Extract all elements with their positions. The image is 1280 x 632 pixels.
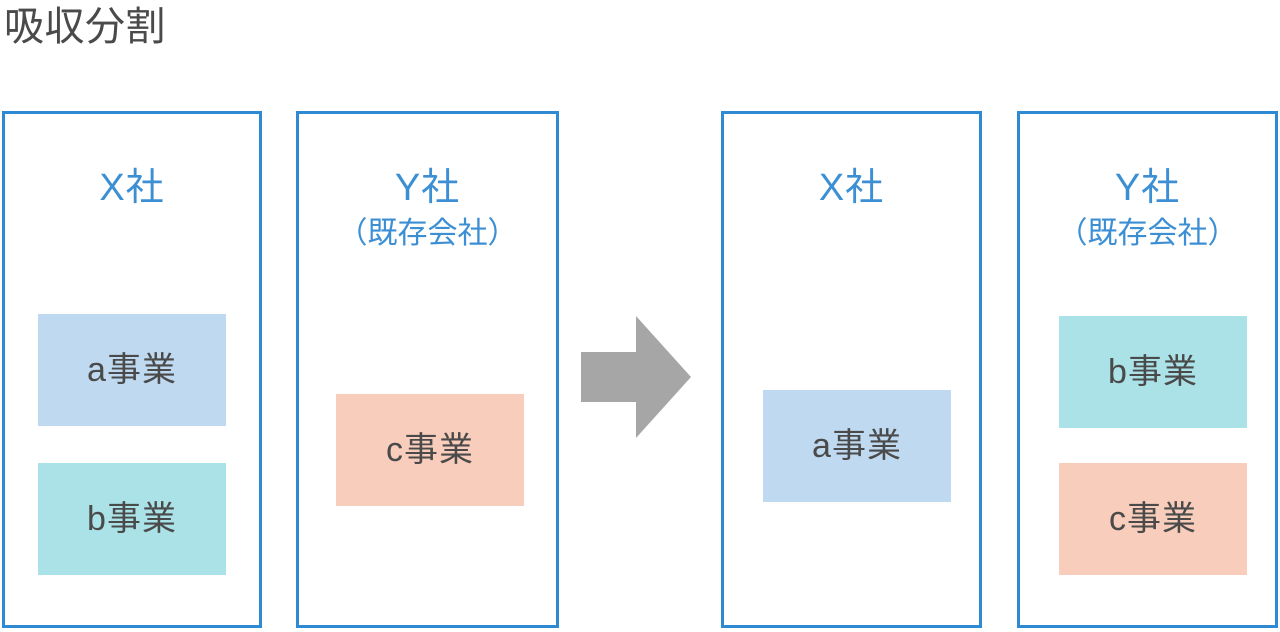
company-name-label: X社 (818, 167, 885, 209)
business-unit-label: c事業 (1109, 500, 1197, 538)
company-name-label: X社 (99, 167, 165, 209)
right-arrow-icon (581, 316, 691, 438)
business-unit-label: b事業 (87, 500, 177, 538)
company-header-y-before: Y社 （既存会社） (299, 164, 556, 254)
business-unit-label: b事業 (1108, 353, 1198, 391)
company-name-label: Y社 (1114, 167, 1181, 209)
page-title: 吸収分割 (4, 5, 166, 49)
company-name-label: Y社 (394, 167, 461, 209)
business-unit-label: c事業 (386, 431, 474, 469)
business-unit-a[interactable]: a事業 (763, 390, 951, 502)
company-box-x-after[interactable]: X社 a事業 (721, 111, 982, 628)
company-box-x-before[interactable]: X社 a事業 b事業 (2, 111, 262, 628)
business-unit-a[interactable]: a事業 (38, 314, 226, 426)
business-unit-label: a事業 (812, 427, 902, 465)
company-subtitle-label: （既存会社） (337, 217, 518, 250)
company-subtitle-label: （既存会社） (1057, 217, 1238, 250)
right-arrow-shape (581, 316, 691, 438)
company-box-y-before[interactable]: Y社 （既存会社） c事業 (296, 111, 559, 628)
company-header-x-before: X社 (5, 164, 259, 212)
business-unit-b[interactable]: b事業 (38, 463, 226, 575)
company-header-y-after: Y社 （既存会社） (1020, 164, 1275, 254)
business-unit-label: a事業 (87, 351, 177, 389)
company-header-x-after: X社 (724, 164, 979, 212)
company-box-y-after[interactable]: Y社 （既存会社） b事業 c事業 (1017, 111, 1278, 628)
business-unit-b[interactable]: b事業 (1059, 316, 1247, 428)
business-unit-c[interactable]: c事業 (1059, 463, 1247, 575)
business-unit-c[interactable]: c事業 (336, 394, 524, 506)
